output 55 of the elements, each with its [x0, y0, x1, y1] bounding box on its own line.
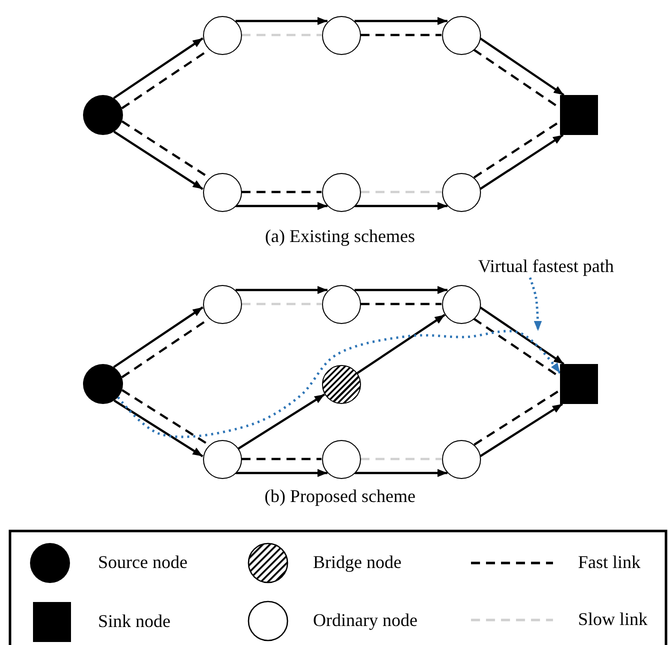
ordinary-node: [442, 172, 480, 212]
legend-label: Ordinary node: [313, 610, 418, 631]
link-arrow: [113, 306, 204, 368]
bridge-node: [322, 364, 360, 404]
link-arrow: [236, 202, 328, 210]
sink-node: [560, 364, 598, 404]
ordinary-node: [202, 172, 242, 212]
link-arrow: [480, 306, 564, 365]
link-arrow: [480, 37, 564, 96]
ordinary-node: [322, 172, 360, 212]
ordinary-node: [442, 16, 480, 54]
dashed-link: [360, 190, 442, 194]
dashed-link: [242, 34, 322, 36]
leader-line: [528, 277, 542, 332]
link-arrow: [354, 286, 448, 294]
legend-label: Bridge node: [313, 552, 402, 573]
dashed-link: [242, 302, 322, 306]
subfigure-caption: (b) Proposed scheme: [264, 486, 416, 507]
link-arrow: [354, 202, 448, 210]
link-arrow: [356, 314, 446, 374]
legend-label: Fast link: [578, 552, 641, 573]
link-arrow: [236, 17, 328, 25]
link-arrow: [480, 134, 564, 190]
link-arrow: [354, 17, 448, 25]
link-arrow: [113, 130, 204, 190]
link-arrow: [114, 400, 204, 458]
path-annotation: Virtual fastest path: [478, 256, 614, 277]
dashed-link: [242, 458, 322, 460]
legend-label: Sink node: [98, 611, 171, 632]
link-arrow: [238, 393, 326, 450]
link-arrow: [480, 403, 564, 458]
ordinary-node: [202, 284, 242, 324]
link-arrow: [236, 469, 328, 477]
ordinary-node: [322, 284, 360, 324]
dashed-link: [360, 302, 442, 306]
link-arrow: [113, 37, 204, 100]
ordinary-node: [322, 440, 360, 478]
dashed-link: [360, 458, 442, 460]
ordinary-node: [322, 16, 360, 54]
ordinary-node: [202, 16, 242, 54]
legend-label: Slow link: [578, 609, 648, 630]
dashed-link: [360, 34, 442, 36]
virtual-path-arrow: [117, 330, 561, 438]
link-arrow: [236, 286, 328, 294]
sink-node: [560, 95, 598, 135]
legend-label: Source node: [98, 552, 188, 573]
source-node: [83, 364, 123, 404]
ordinary-node: [202, 440, 242, 478]
ordinary-node: [442, 284, 480, 324]
subfigure-caption: (a) Existing schemes: [265, 226, 415, 247]
ordinary-node: [442, 440, 480, 478]
source-node: [83, 95, 123, 135]
dashed-link: [242, 190, 322, 194]
dashed-link: [474, 389, 561, 446]
link-arrow: [354, 469, 448, 477]
